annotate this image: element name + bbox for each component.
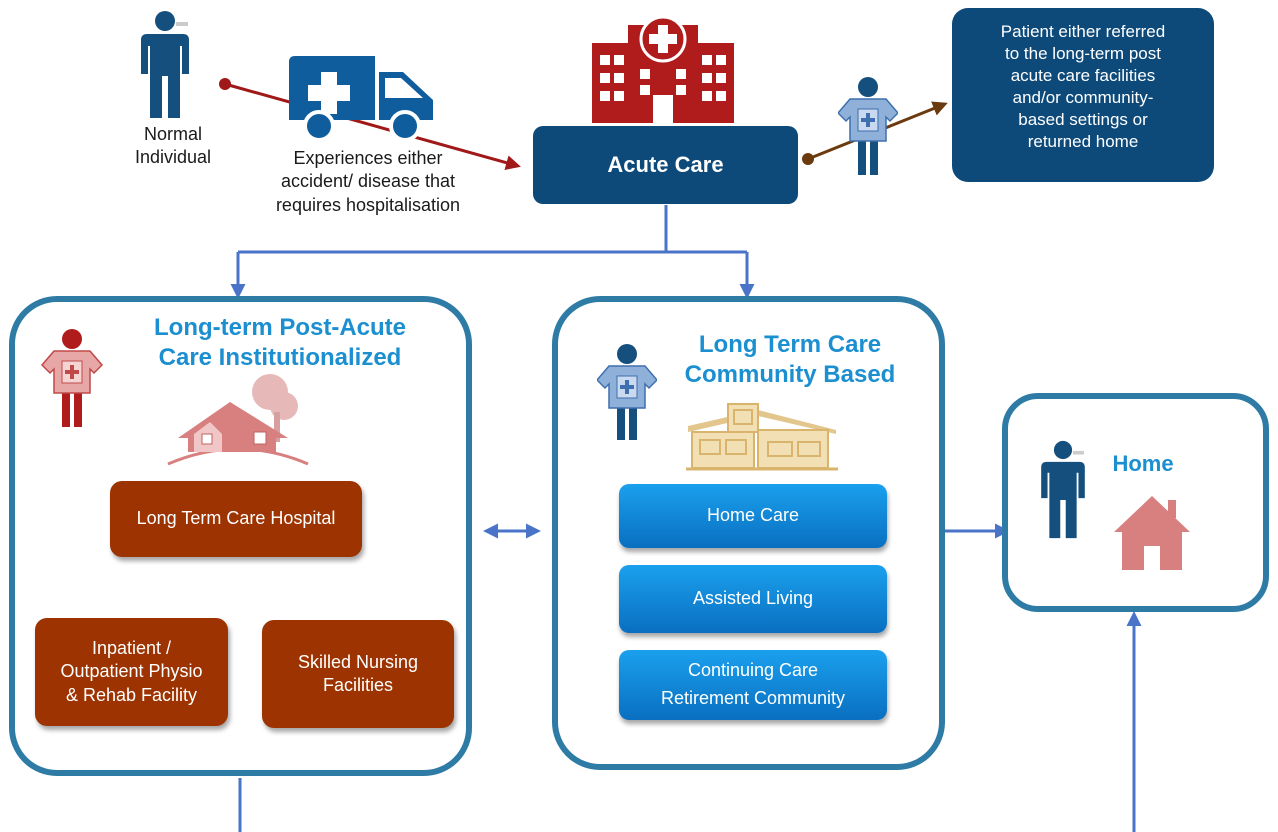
assisted-living-button: Assisted Living [619, 565, 887, 633]
ccrc-button: Continuing Care Retirement Community [619, 650, 887, 720]
ltpac-title: Long-term Post-Acute Care Institutionali… [154, 314, 406, 371]
patient-icon [40, 329, 104, 427]
referral-box: Patient either referred to the long-term… [952, 8, 1214, 182]
ambulance-icon [289, 56, 433, 142]
ltc-community-title: Long Term Care Community Based [684, 331, 896, 388]
ltch-box: Long Term Care Hospital [110, 481, 362, 557]
experience-label: Experiences either accident/ disease tha… [275, 148, 461, 215]
arrow-acute-branch [230, 205, 755, 299]
hospital-icon [592, 15, 734, 123]
patient-icon [597, 344, 657, 440]
patient-icon [838, 77, 898, 175]
skilled-nursing-box: Skilled Nursing Facilities [262, 620, 454, 728]
home-care-button: Home Care [619, 484, 887, 548]
house-icon [1114, 496, 1190, 570]
house-icon [167, 374, 309, 466]
acute-care-label: Acute Care [607, 152, 724, 177]
home-title: Home [1112, 451, 1174, 476]
arrow-individual-to-acute [219, 78, 521, 170]
rehab-facility-box: Inpatient / Outpatient Physio & Rehab Fa… [35, 618, 228, 726]
normal-individual-label: Normal Individual [134, 124, 212, 168]
arrow-ltpac-to-home [238, 611, 1142, 832]
referral-text: Patient either referred to the long-term… [1000, 22, 1166, 152]
home-panel [1002, 393, 1269, 612]
person-icon [1041, 440, 1085, 539]
acute-care-box: Acute Care [533, 126, 798, 204]
house-icon [686, 403, 838, 471]
person-icon [141, 11, 189, 118]
